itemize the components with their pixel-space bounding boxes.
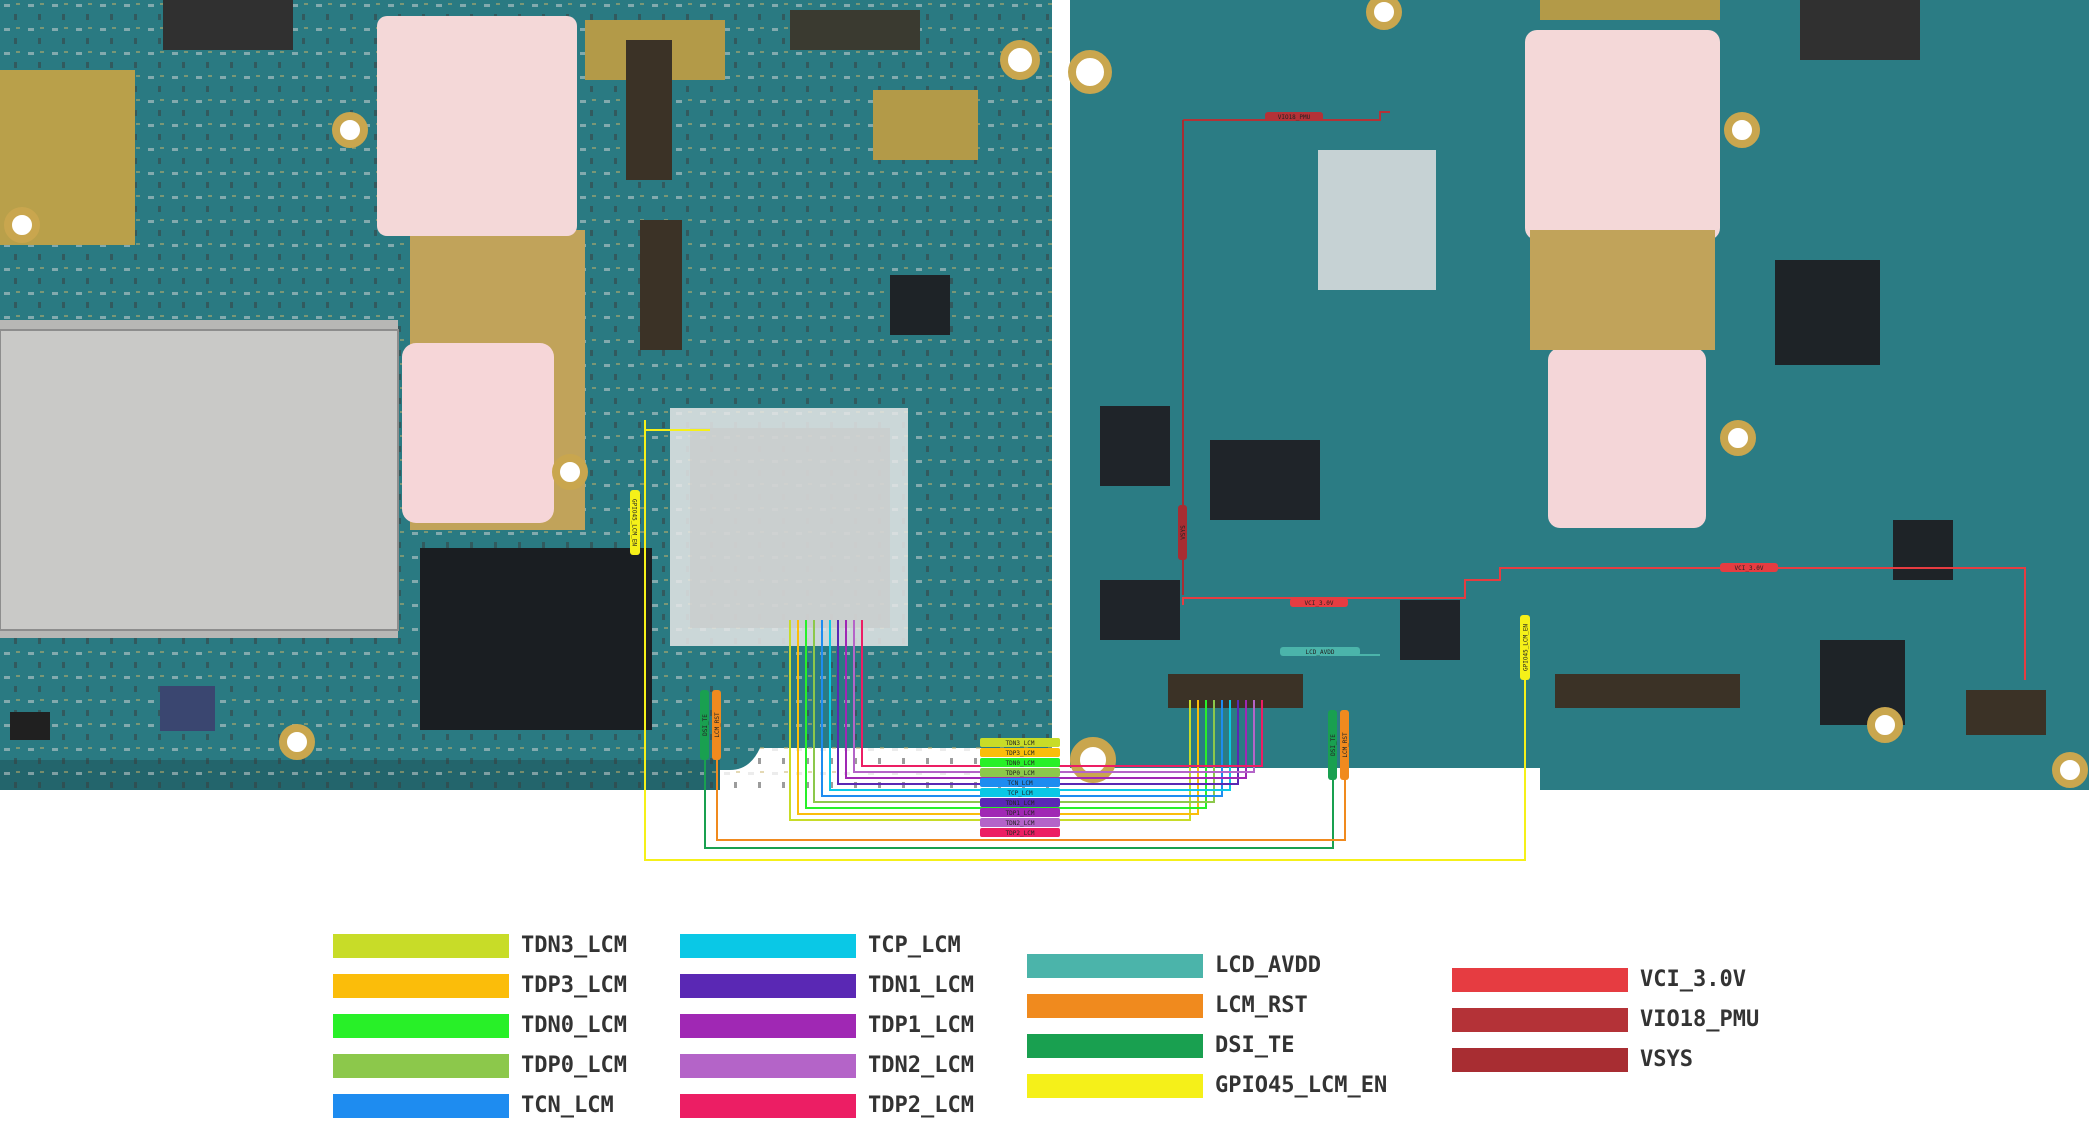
legend-label: TDN3_LCM bbox=[521, 933, 627, 958]
svg-text:VCI_3.0V: VCI_3.0V bbox=[1305, 600, 1334, 607]
legend-swatch bbox=[333, 1014, 509, 1038]
legend-swatch bbox=[680, 974, 856, 998]
tag-gpio45-right: GPIO45_LCM_EN bbox=[1520, 615, 1530, 680]
legend-swatch bbox=[680, 1094, 856, 1118]
svg-text:VSYS: VSYS bbox=[1180, 525, 1187, 540]
legend-label: LCM_RST bbox=[1215, 993, 1308, 1018]
legend-label: TDP2_LCM bbox=[868, 1093, 974, 1118]
legend-label: TDP3_LCM bbox=[521, 973, 627, 998]
tag-dsi-right: DSI_TE bbox=[1328, 710, 1337, 780]
legend-swatch bbox=[680, 1054, 856, 1078]
svg-text:GPIO45_LCM_EN: GPIO45_LCM_EN bbox=[631, 499, 638, 546]
net-tag-label: TDN2_LCM bbox=[1006, 820, 1035, 827]
tag-vci-left: VCI_3.0V bbox=[1290, 598, 1348, 607]
net-tag-label: TDP1_LCM bbox=[1006, 810, 1035, 817]
svg-text:LCM_RST: LCM_RST bbox=[714, 712, 721, 738]
legend-label: TCP_LCM bbox=[868, 933, 961, 958]
legend-swatch bbox=[333, 974, 509, 998]
right-pcb-board bbox=[1068, 0, 2089, 790]
net-tag-tdp0_lcm bbox=[980, 768, 1060, 777]
legend-swatch bbox=[1027, 994, 1203, 1018]
net-tag-label: TDN0_LCM bbox=[1006, 760, 1035, 767]
legend-swatch bbox=[680, 1014, 856, 1038]
legend-swatch bbox=[333, 1054, 509, 1078]
net-tag-label: TDN1_LCM bbox=[1006, 800, 1035, 807]
legend-label: VSYS bbox=[1640, 1047, 1693, 1072]
svg-text:DSI_TE: DSI_TE bbox=[1330, 734, 1337, 756]
legend-label: TDN2_LCM bbox=[868, 1053, 974, 1078]
trace-vci bbox=[1182, 567, 2026, 680]
tag-gpio45-left: GPIO45_LCM_EN bbox=[630, 490, 640, 555]
legend-swatch bbox=[1452, 968, 1628, 992]
trace-gpio45 bbox=[644, 420, 1526, 861]
net-tag-tdp3_lcm bbox=[980, 748, 1060, 757]
net-tag-tcn_lcm bbox=[980, 778, 1060, 787]
legend-label: DSI_TE bbox=[1215, 1033, 1295, 1058]
legend-swatch bbox=[333, 934, 509, 958]
legend-label: TDP1_LCM bbox=[868, 1013, 974, 1038]
legend-swatch bbox=[1452, 1048, 1628, 1072]
net-tag-label: TDP2_LCM bbox=[1006, 830, 1035, 837]
svg-text:VIO18_PMU: VIO18_PMU bbox=[1278, 114, 1311, 121]
legend-label: TDN1_LCM bbox=[868, 973, 974, 998]
legend-swatch bbox=[1027, 1034, 1203, 1058]
net-tag-stack: TDN3_LCM TDP3_LCM TDN0_LCM TDP0_LCM TCN_LCM T… bbox=[980, 738, 1060, 837]
svg-text:VCI_3.0V: VCI_3.0V bbox=[1735, 565, 1764, 572]
legend-label: TCN_LCM bbox=[521, 1093, 614, 1118]
legend-label: VCI_3.0V bbox=[1640, 967, 1746, 992]
tag-rst-left: LCM_RST bbox=[712, 690, 721, 760]
tag-rst-right: LCM_RST bbox=[1340, 710, 1349, 780]
tag-avdd: LCD_AVDD bbox=[1280, 647, 1360, 656]
net-tag-tdp2_lcm bbox=[980, 828, 1060, 837]
net-tag-label: TCP_LCM bbox=[1007, 790, 1033, 797]
legend-swatch bbox=[680, 934, 856, 958]
legend-label: GPIO45_LCM_EN bbox=[1215, 1073, 1388, 1098]
side-tags: GPIO45_LCM_EN GPIO45_LCM_EN DSI_TE LCM_RST D… bbox=[630, 112, 1778, 780]
net-tag-label: TDP0_LCM bbox=[1006, 770, 1035, 777]
left-pcb-board bbox=[0, 0, 1052, 790]
legend-swatch bbox=[1027, 954, 1203, 978]
net-tag-tdn0_lcm bbox=[980, 758, 1060, 767]
net-tag-tdn2_lcm bbox=[980, 818, 1060, 827]
tag-vio18: VIO18_PMU bbox=[1265, 112, 1323, 121]
net-tag-label: TDN3_LCM bbox=[1006, 740, 1035, 747]
legend-label: TDN0_LCM bbox=[521, 1013, 627, 1038]
svg-text:DSI_TE: DSI_TE bbox=[702, 714, 709, 736]
legend-swatch bbox=[1027, 1074, 1203, 1098]
net-tag-label: TDP3_LCM bbox=[1006, 750, 1035, 757]
net-tag-tcp_lcm bbox=[980, 788, 1060, 797]
trace-tdp2_lcm bbox=[861, 620, 1263, 767]
svg-text:LCM_RST: LCM_RST bbox=[1342, 732, 1349, 758]
net-tag-tdn3_lcm bbox=[980, 738, 1060, 747]
svg-text:GPIO45_LCM_EN: GPIO45_LCM_EN bbox=[1523, 624, 1530, 671]
svg-text:LCD_AVDD: LCD_AVDD bbox=[1306, 649, 1335, 656]
tag-dsi-left: DSI_TE bbox=[700, 690, 709, 760]
legend-swatch bbox=[1452, 1008, 1628, 1032]
tag-vci-right: VCI_3.0V bbox=[1720, 563, 1778, 572]
net-tag-label: TCN_LCM bbox=[1007, 780, 1033, 787]
net-tag-tdn1_lcm bbox=[980, 798, 1060, 807]
legend-label: VIO18_PMU bbox=[1640, 1007, 1760, 1032]
legend-label: TDP0_LCM bbox=[521, 1053, 627, 1078]
net-tag-tdp1_lcm bbox=[980, 808, 1060, 817]
legend-label: LCD_AVDD bbox=[1215, 953, 1321, 978]
legend-swatch bbox=[333, 1094, 509, 1118]
tag-vsys: VSYS bbox=[1178, 505, 1187, 560]
